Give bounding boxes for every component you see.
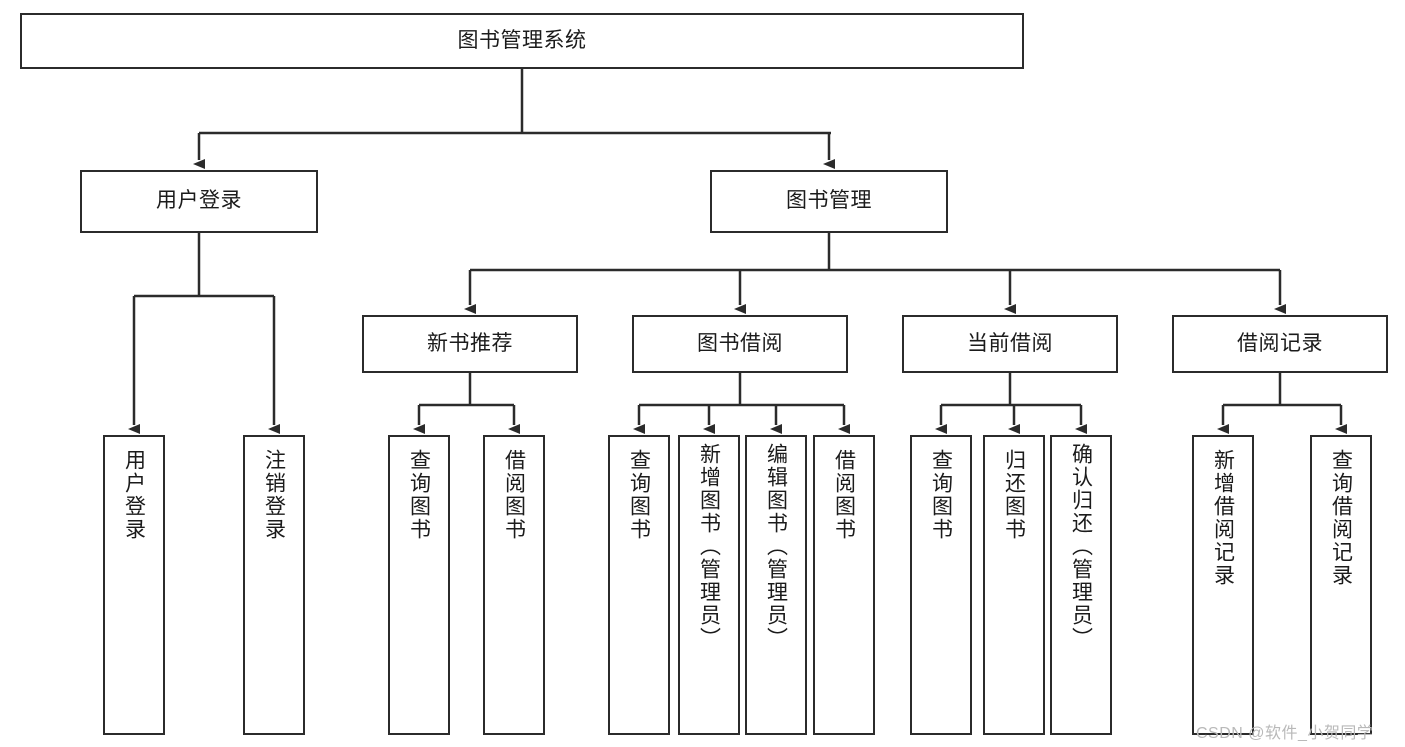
node-leaf-confirm-return-admin[interactable]: 确认归还（管理员） [1050, 435, 1112, 735]
node-leaf-query-book-1[interactable]: 查询图书 [388, 435, 450, 735]
node-leaf-query-borrow-record-label: 查询借阅记录 [1329, 449, 1353, 587]
node-leaf-return-book-label: 归还图书 [1002, 449, 1026, 541]
node-leaf-query-book-3-label: 查询图书 [929, 449, 953, 541]
node-new-book-recommend[interactable]: 新书推荐 [362, 315, 578, 373]
node-leaf-borrow-book-2-label: 借阅图书 [832, 449, 856, 541]
node-leaf-borrow-book-1-label: 借阅图书 [502, 449, 526, 541]
node-book-borrow[interactable]: 图书借阅 [632, 315, 848, 373]
node-leaf-query-book-1-label: 查询图书 [407, 449, 431, 541]
node-leaf-add-borrow-record-label: 新增借阅记录 [1211, 449, 1235, 587]
node-leaf-user-login[interactable]: 用户登录 [103, 435, 165, 735]
node-leaf-query-book-3[interactable]: 查询图书 [910, 435, 972, 735]
node-leaf-user-logout-label: 注销登录 [262, 449, 286, 541]
node-current-borrow[interactable]: 当前借阅 [902, 315, 1118, 373]
node-leaf-user-logout[interactable]: 注销登录 [243, 435, 305, 735]
node-root-label: 图书管理系统 [457, 28, 587, 52]
node-leaf-user-login-label: 用户登录 [122, 449, 146, 541]
node-leaf-add-book-admin-label: 新增图书（管理员） [697, 443, 721, 650]
node-leaf-return-book[interactable]: 归还图书 [983, 435, 1045, 735]
node-book-management[interactable]: 图书管理 [710, 170, 948, 233]
node-leaf-query-borrow-record[interactable]: 查询借阅记录 [1310, 435, 1372, 735]
node-user-login[interactable]: 用户登录 [80, 170, 318, 233]
node-leaf-borrow-book-1[interactable]: 借阅图书 [483, 435, 545, 735]
node-leaf-query-book-2-label: 查询图书 [627, 449, 651, 541]
node-new-book-recommend-label: 新书推荐 [427, 331, 513, 355]
node-user-login-label: 用户登录 [156, 189, 242, 213]
node-leaf-add-borrow-record[interactable]: 新增借阅记录 [1192, 435, 1254, 735]
node-borrow-records[interactable]: 借阅记录 [1172, 315, 1388, 373]
node-leaf-borrow-book-2[interactable]: 借阅图书 [813, 435, 875, 735]
node-leaf-edit-book-admin-label: 编辑图书（管理员） [764, 443, 788, 650]
node-root[interactable]: 图书管理系统 [20, 13, 1024, 69]
node-borrow-records-label: 借阅记录 [1237, 331, 1323, 355]
node-book-borrow-label: 图书借阅 [697, 331, 783, 355]
node-leaf-query-book-2[interactable]: 查询图书 [608, 435, 670, 735]
node-leaf-add-book-admin[interactable]: 新增图书（管理员） [678, 435, 740, 735]
node-book-management-label: 图书管理 [786, 189, 872, 213]
node-leaf-confirm-return-admin-label: 确认归还（管理员） [1069, 443, 1093, 650]
node-leaf-edit-book-admin[interactable]: 编辑图书（管理员） [745, 435, 807, 735]
node-current-borrow-label: 当前借阅 [967, 331, 1053, 355]
